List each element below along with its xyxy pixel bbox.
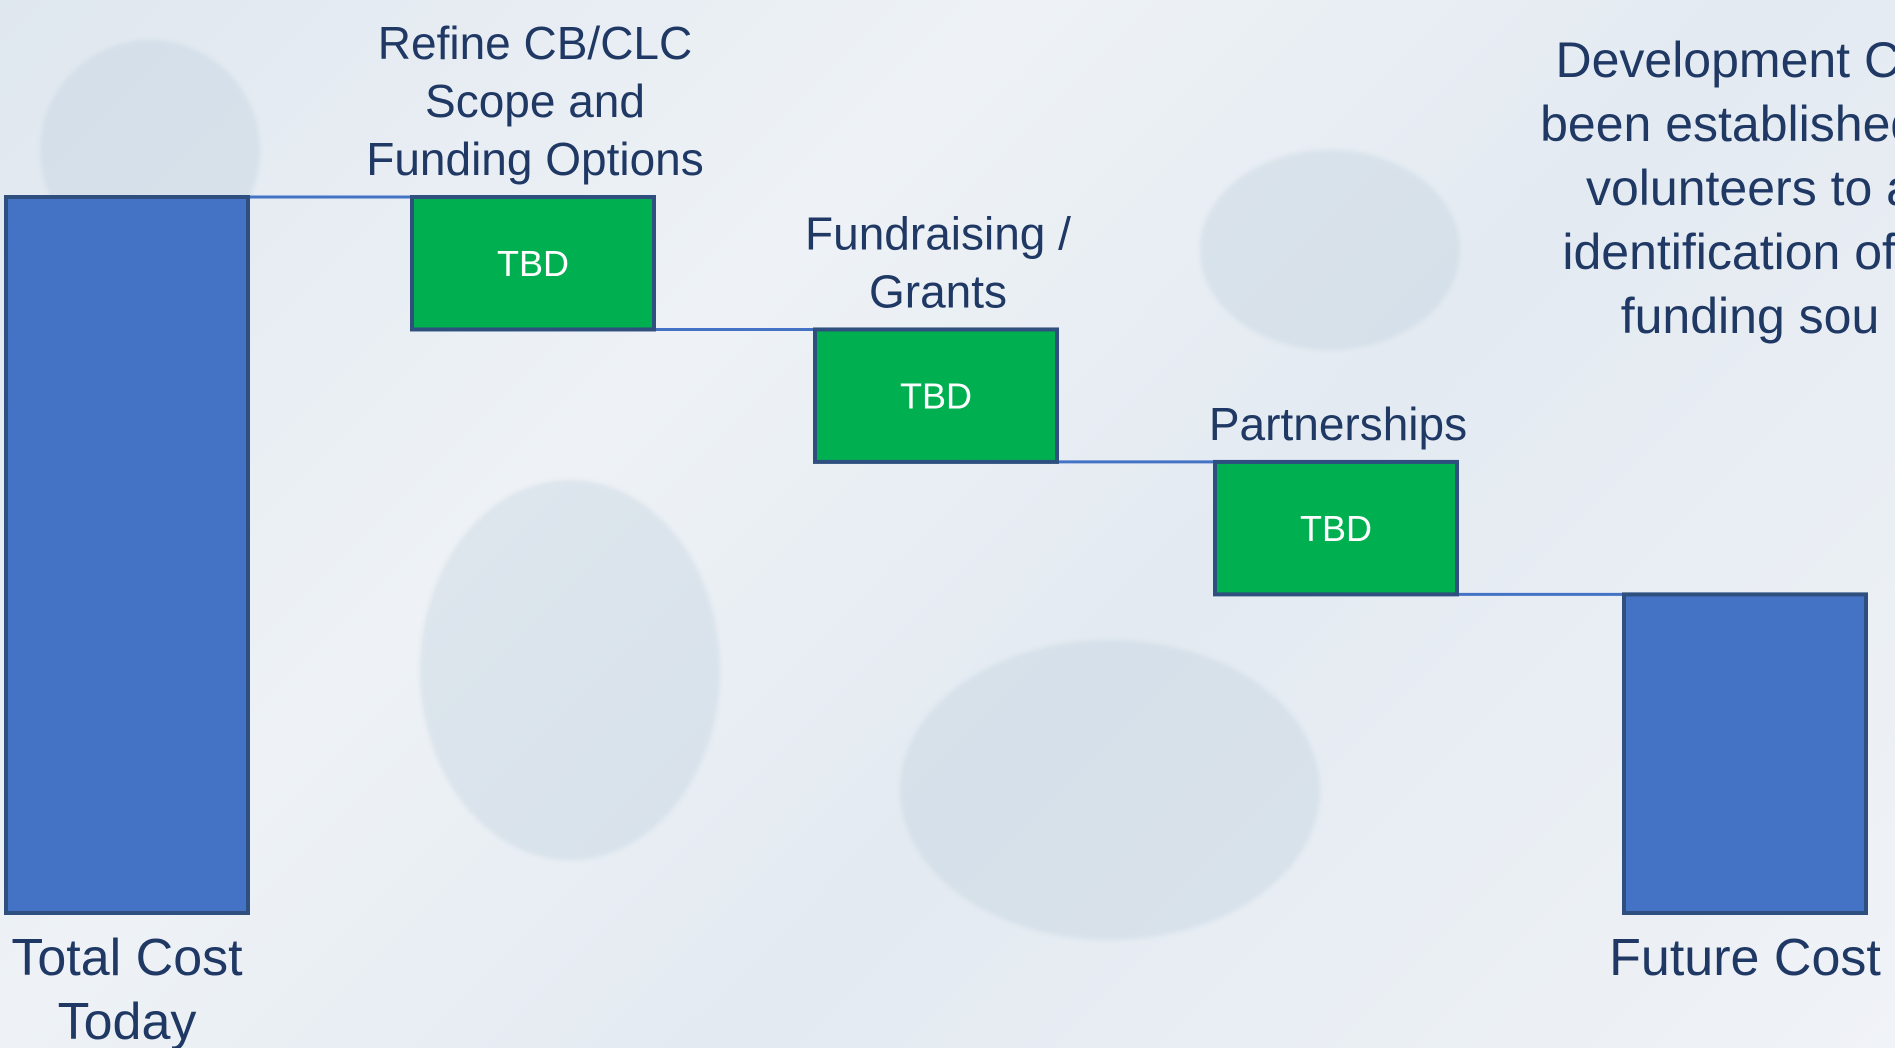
total-bar [1622,592,1868,915]
note-line: volunteers to a [1586,160,1895,216]
note-line: Development Cor [1555,32,1895,88]
step-label: Fundraising / [805,207,1071,259]
development-committee-note: Development Cor been established a volun… [1400,28,1895,348]
note-line: identification of a [1562,224,1895,280]
background-shape [900,640,1320,940]
step-bar [410,195,656,332]
step-label: Grants [869,265,1007,317]
category-label: Total Cost [11,929,243,987]
bar-value-label: TBD [900,376,972,417]
background-shape [420,480,720,860]
total-bar [4,195,250,915]
step-label: Refine CB/CLC [378,17,692,69]
step-label: Scope and [425,75,645,127]
category-label: Today [58,993,197,1048]
step-label: Partnerships [1209,398,1467,450]
bar-value-label: TBD [497,243,569,284]
step-bar [1213,459,1459,597]
step-label: Funding Options [366,133,704,185]
bar-value-label: TBD [1300,508,1372,549]
note-line: been established a [1540,96,1895,152]
note-line: funding sou [1620,288,1880,344]
step-bar [813,327,1059,464]
background-shape [1200,150,1460,350]
category-label: Future Cost [1609,929,1881,987]
